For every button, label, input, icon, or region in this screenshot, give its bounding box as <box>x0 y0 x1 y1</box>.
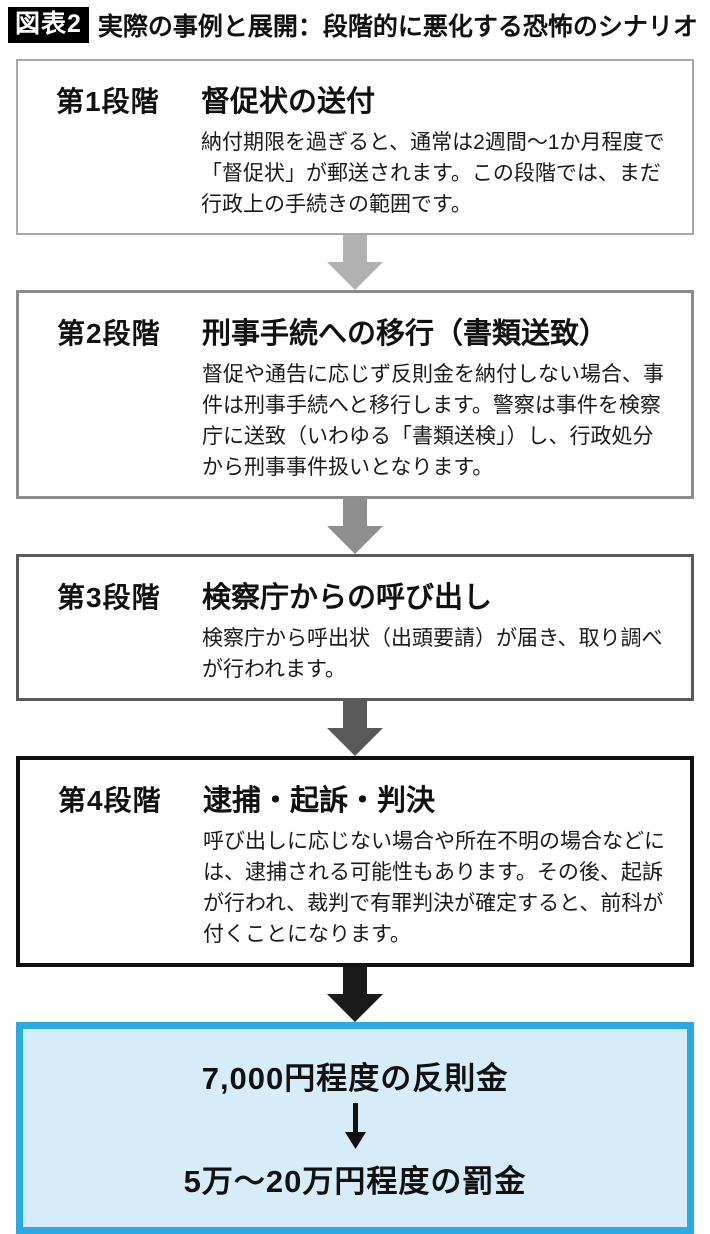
stage-2-head-row: 第2段階 刑事手続への移行（書類送致） <box>57 310 671 352</box>
result-box: 7,000円程度の反則金 5万〜20万円程度の罰金 <box>16 1022 694 1234</box>
result-arrow-row <box>33 1103 677 1149</box>
figure-title-row: 図表2 実際の事例と展開：段階的に悪化する恐怖のシナリオ <box>8 7 698 43</box>
result-fine-before: 7,000円程度の反則金 <box>201 1061 509 1096</box>
stage-2-heading: 刑事手続への移行（書類送致） <box>202 318 609 350</box>
stage-3-heading: 検察庁からの呼び出し <box>202 582 493 614</box>
down-arrow-icon <box>327 499 383 554</box>
stage-box-4: 第4段階 逮捕・起訴・判決 呼び出しに応じない場合や所在不明の場合などには、逮捕… <box>16 756 694 967</box>
stage-1-description: 納付期限を過ぎると、通常は2週間〜1か月程度で「督促状」が郵送されます。この段階… <box>201 131 665 216</box>
stage-box-1: 第1段階 督促状の送付 納付期限を過ぎると、通常は2週間〜1か月程度で「督促状」… <box>16 59 694 235</box>
stage-4-description: 呼び出しに応じない場合や所在不明の場合などには、逮捕される可能性もあります。その… <box>203 830 665 946</box>
stage-3-description: 検察庁から呼出状（出頭要請）が届き、取り調べが行われます。 <box>202 627 663 681</box>
down-arrow-icon <box>327 235 383 290</box>
stage-2-description: 督促や通告に応じず反則金を納付しない場合、事件は刑事手続へと移行します。警察は事… <box>202 363 664 479</box>
stage-4-heading: 逮捕・起訴・判決 <box>203 785 436 817</box>
stage-3-label: 第3段階 <box>57 582 161 613</box>
stage-box-3: 第3段階 検察庁からの呼び出し 検察庁から呼出状（出頭要請）が届き、取り調べが行… <box>16 554 694 701</box>
stage-4-label: 第4段階 <box>58 785 162 816</box>
stage-4-head-row: 第4段階 逮捕・起訴・判決 <box>58 777 670 819</box>
stage-box-2: 第2段階 刑事手続への移行（書類送致） 督促や通告に応じず反則金を納付しない場合… <box>16 290 694 499</box>
small-down-arrow-icon <box>345 1103 366 1149</box>
stage-2-label: 第2段階 <box>57 318 161 349</box>
down-arrow-icon <box>327 701 383 756</box>
stage-1-heading: 督促状の送付 <box>201 86 376 118</box>
result-fine-after: 5万〜20万円程度の罰金 <box>183 1164 527 1199</box>
stage-3-head-row: 第3段階 検察庁からの呼び出し <box>57 574 671 616</box>
arrow-gap-2 <box>16 499 694 554</box>
arrow-gap-1 <box>16 235 694 290</box>
figure-title: 実際の事例と展開：段階的に悪化する恐怖のシナリオ <box>97 13 698 41</box>
down-arrow-icon <box>327 967 383 1022</box>
arrow-gap-4 <box>16 967 694 1022</box>
arrow-gap-3 <box>16 701 694 756</box>
stage-1-label: 第1段階 <box>56 86 160 117</box>
figure-number-badge: 図表2 <box>8 7 89 43</box>
stage-1-head-row: 第1段階 督促状の送付 <box>56 78 672 120</box>
